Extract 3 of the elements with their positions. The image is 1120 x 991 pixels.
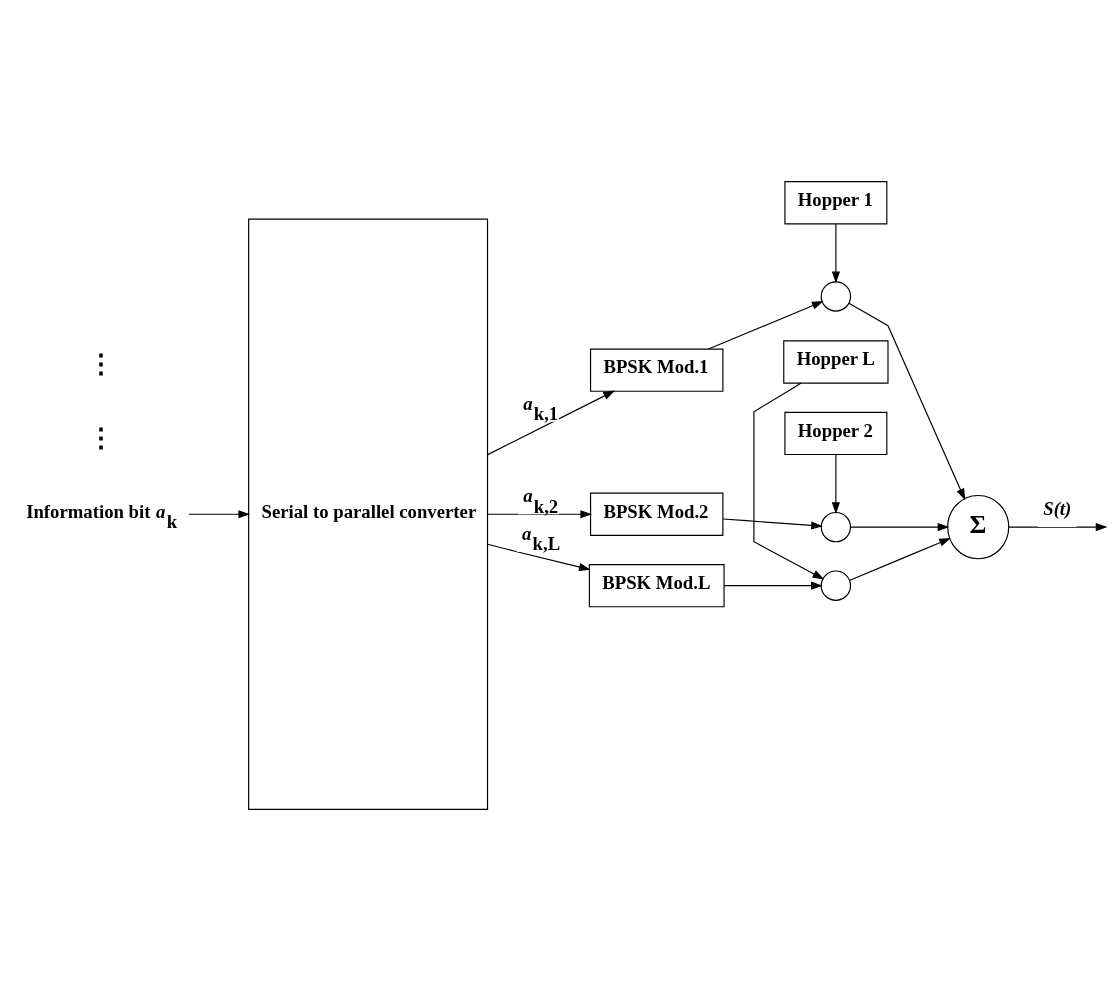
edge-label: S(t) [1043,498,1072,520]
label: ⋮ [88,350,115,380]
label: ⋮ [88,424,115,454]
